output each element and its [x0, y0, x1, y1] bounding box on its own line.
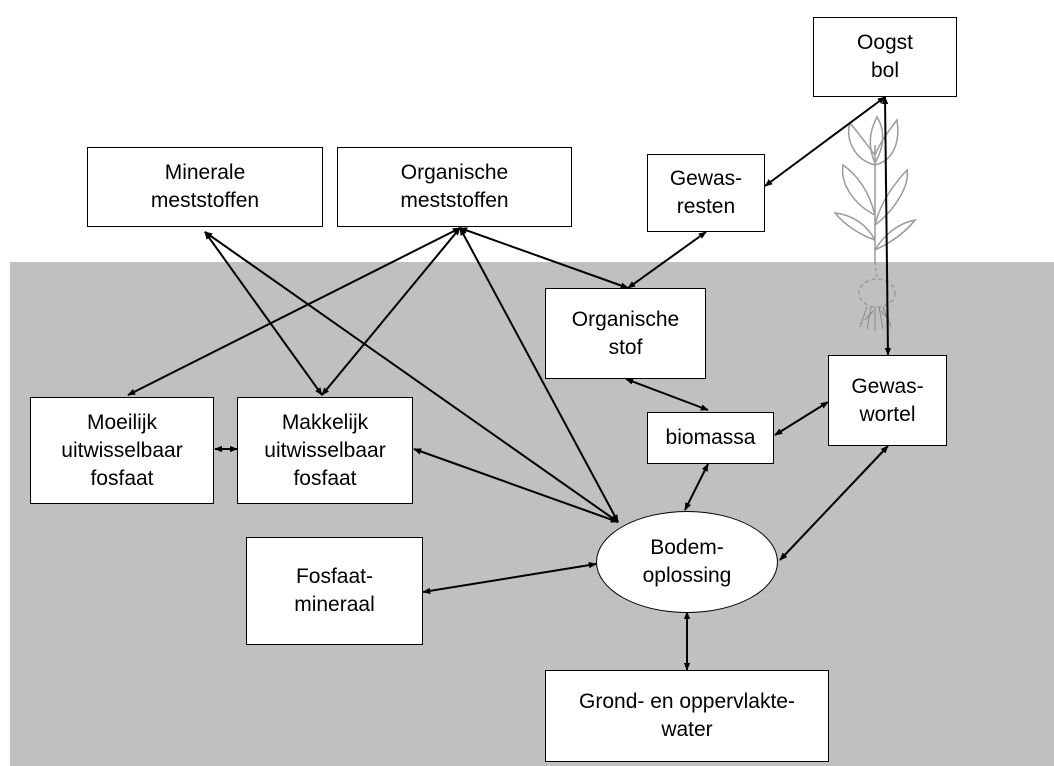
- arrow-gewasresten-orgstof: [627, 231, 707, 289]
- arrow-minerale-makkelijk: [204, 231, 323, 396]
- arrow-fosfaatmineraal-bodem: [422, 561, 597, 595]
- oogst-bol-box: Oogst bol: [813, 17, 957, 97]
- arrow-biomassa-wortel: [774, 401, 829, 436]
- arrow-organische-makkelijk: [321, 227, 461, 396]
- biomassa-box: biomassa: [647, 412, 774, 464]
- arrow-wortel-bodem: [779, 445, 889, 561]
- gewaswortel-box: Gewas- wortel: [828, 355, 947, 446]
- fosfaatmineraal-box: Fosfaat- mineraal: [246, 537, 423, 645]
- organische-meststoffen-box: Organische meststoffen: [337, 147, 572, 227]
- grond-en-oppervlaktewater-box: Grond- en oppervlakte- water: [545, 670, 829, 762]
- arrow-oogst-gewasresten: [764, 96, 886, 187]
- bodemoplossing-ellipse: Bodem- oplossing: [596, 511, 778, 613]
- gewasresten-box: Gewas- resten: [647, 154, 765, 232]
- minerale-meststoffen-box: Minerale meststoffen: [87, 147, 323, 227]
- arrow-orgstof-biomassa: [625, 378, 709, 411]
- arrow-makkelijk-bodem: [413, 448, 619, 523]
- arrow-biomassa-bodem: [684, 463, 709, 511]
- makkelijk-uitwisselbaar-fosfaat-box: Makkelijk uitwisselbaar fosfaat: [237, 397, 413, 504]
- organische-stof-box: Organische stof: [545, 288, 706, 379]
- moeilijk-uitwisselbaar-fosfaat-box: Moeilijk uitwisselbaar fosfaat: [30, 397, 214, 504]
- arrow-oogst-gewaswortel: [881, 96, 892, 356]
- arrow-organische-orgstof: [459, 227, 629, 289]
- arrow-organische-moeilijk: [127, 227, 461, 396]
